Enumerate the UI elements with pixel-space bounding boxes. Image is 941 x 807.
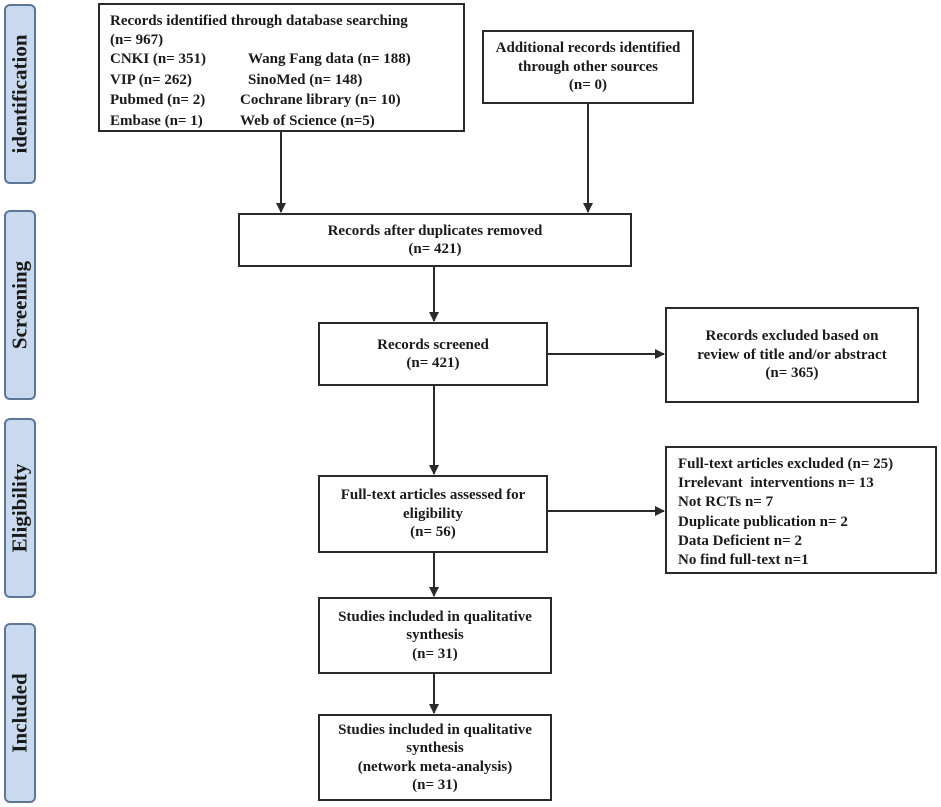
quantitative-line-2: synthesis	[406, 740, 464, 756]
excluded-title-abstract-box: Records excluded based on review of titl…	[665, 307, 919, 403]
excluded-title-line-2: review of title and/or abstract	[697, 346, 887, 363]
database-search-title: Records identified through database sear…	[110, 13, 408, 29]
source-pubmed: Pubmed (n= 2)	[110, 92, 206, 108]
screened-label: Records screened	[377, 336, 489, 353]
source-embase: Embase (n= 1)	[110, 112, 203, 129]
stage-eligibility: Eligibility	[4, 418, 36, 598]
source-vip: VIP (n= 262)	[110, 71, 192, 88]
screened-box: Records screened (n= 421)	[318, 322, 548, 386]
excluded-title-line-1: Records excluded based on	[705, 328, 879, 345]
other-sources-line-2: through other sources	[517, 58, 658, 75]
database-search-box: Records identified through database sear…	[98, 3, 465, 132]
qualitative-line-1: Studies included in qualitative	[338, 608, 532, 625]
qualitative-line-2: synthesis	[406, 627, 464, 644]
screened-count: (n= 421)	[406, 355, 460, 371]
source-web-of-science: Web of Science (n=5)	[240, 112, 375, 129]
source-wangfang: Wang Fang data (n= 188)	[248, 51, 411, 67]
stage-screening: Screening	[4, 210, 36, 400]
network-meta-analysis-box: Studies included in qualitative synthesi…	[318, 714, 552, 801]
stage-included: Included	[4, 623, 36, 803]
source-sinomed: SinoMed (n= 148)	[248, 71, 363, 88]
excluded-irrelevant: Irrelevant interventions n= 13	[678, 475, 874, 492]
quantitative-line-3: (network meta-analysis)	[357, 758, 513, 775]
excluded-not-rcts: Not RCTs n= 7	[678, 494, 774, 511]
fulltext-assessed-box: Full-text articles assessed for eligibil…	[318, 475, 548, 553]
excluded-duplicate: Duplicate publication n= 2	[678, 513, 848, 530]
source-cochrane: Cochrane library (n= 10)	[240, 92, 401, 108]
fulltext-assessed-line-2: eligibility	[403, 505, 463, 522]
source-cnki: CNKI (n= 351)	[110, 51, 207, 67]
qualitative-synthesis-box: Studies included in qualitative synthesi…	[318, 597, 552, 674]
other-sources-box: Additional records identified through ot…	[482, 30, 694, 104]
fulltext-excluded-total: Full-text articles excluded (n= 25)	[678, 456, 894, 472]
excluded-title-count: (n= 365)	[765, 365, 819, 382]
fulltext-excluded-box: Full-text articles excluded (n= 25) Irre…	[665, 446, 937, 574]
other-sources-count: (n= 0)	[568, 77, 608, 94]
excluded-no-fulltext: No find full-text n=1	[678, 552, 809, 569]
duplicates-removed-label: Records after duplicates removed	[327, 222, 543, 239]
fulltext-assessed-count: (n= 56)	[410, 524, 456, 541]
database-search-total: (n= 967)	[110, 31, 164, 48]
excluded-data-deficient: Data Deficient n= 2	[678, 532, 802, 549]
qualitative-count: (n= 31)	[412, 645, 458, 662]
stage-identification: identification	[4, 4, 36, 184]
duplicates-removed-box: Records after duplicates removed (n= 421…	[238, 213, 632, 267]
quantitative-count: (n= 31)	[412, 777, 458, 793]
other-sources-line-1: Additional records identified	[495, 40, 681, 57]
fulltext-assessed-line-1: Full-text articles assessed for	[340, 487, 526, 504]
duplicates-removed-count: (n= 421)	[408, 241, 462, 257]
quantitative-line-1: Studies included in qualitative	[338, 721, 532, 738]
